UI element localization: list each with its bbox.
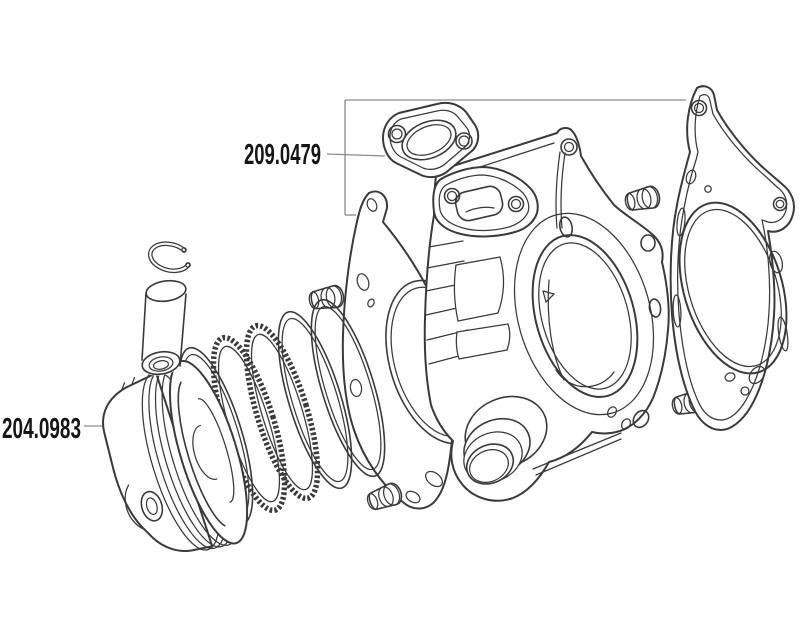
dowel-pin-3 [622,184,663,215]
piston-pin [140,279,187,376]
callout-piston-label: 204.0983 [2,413,81,445]
piston-rings [163,291,401,533]
callout-gasket-set-label: 209.0479 [244,139,321,171]
exhaust-gasket [382,101,480,179]
dowel-pin-1 [306,283,346,313]
cylinder-body [423,127,670,502]
callout-leader-lines [84,99,686,427]
piston [102,360,249,552]
head-gasket [669,85,795,431]
circlip [147,241,191,274]
